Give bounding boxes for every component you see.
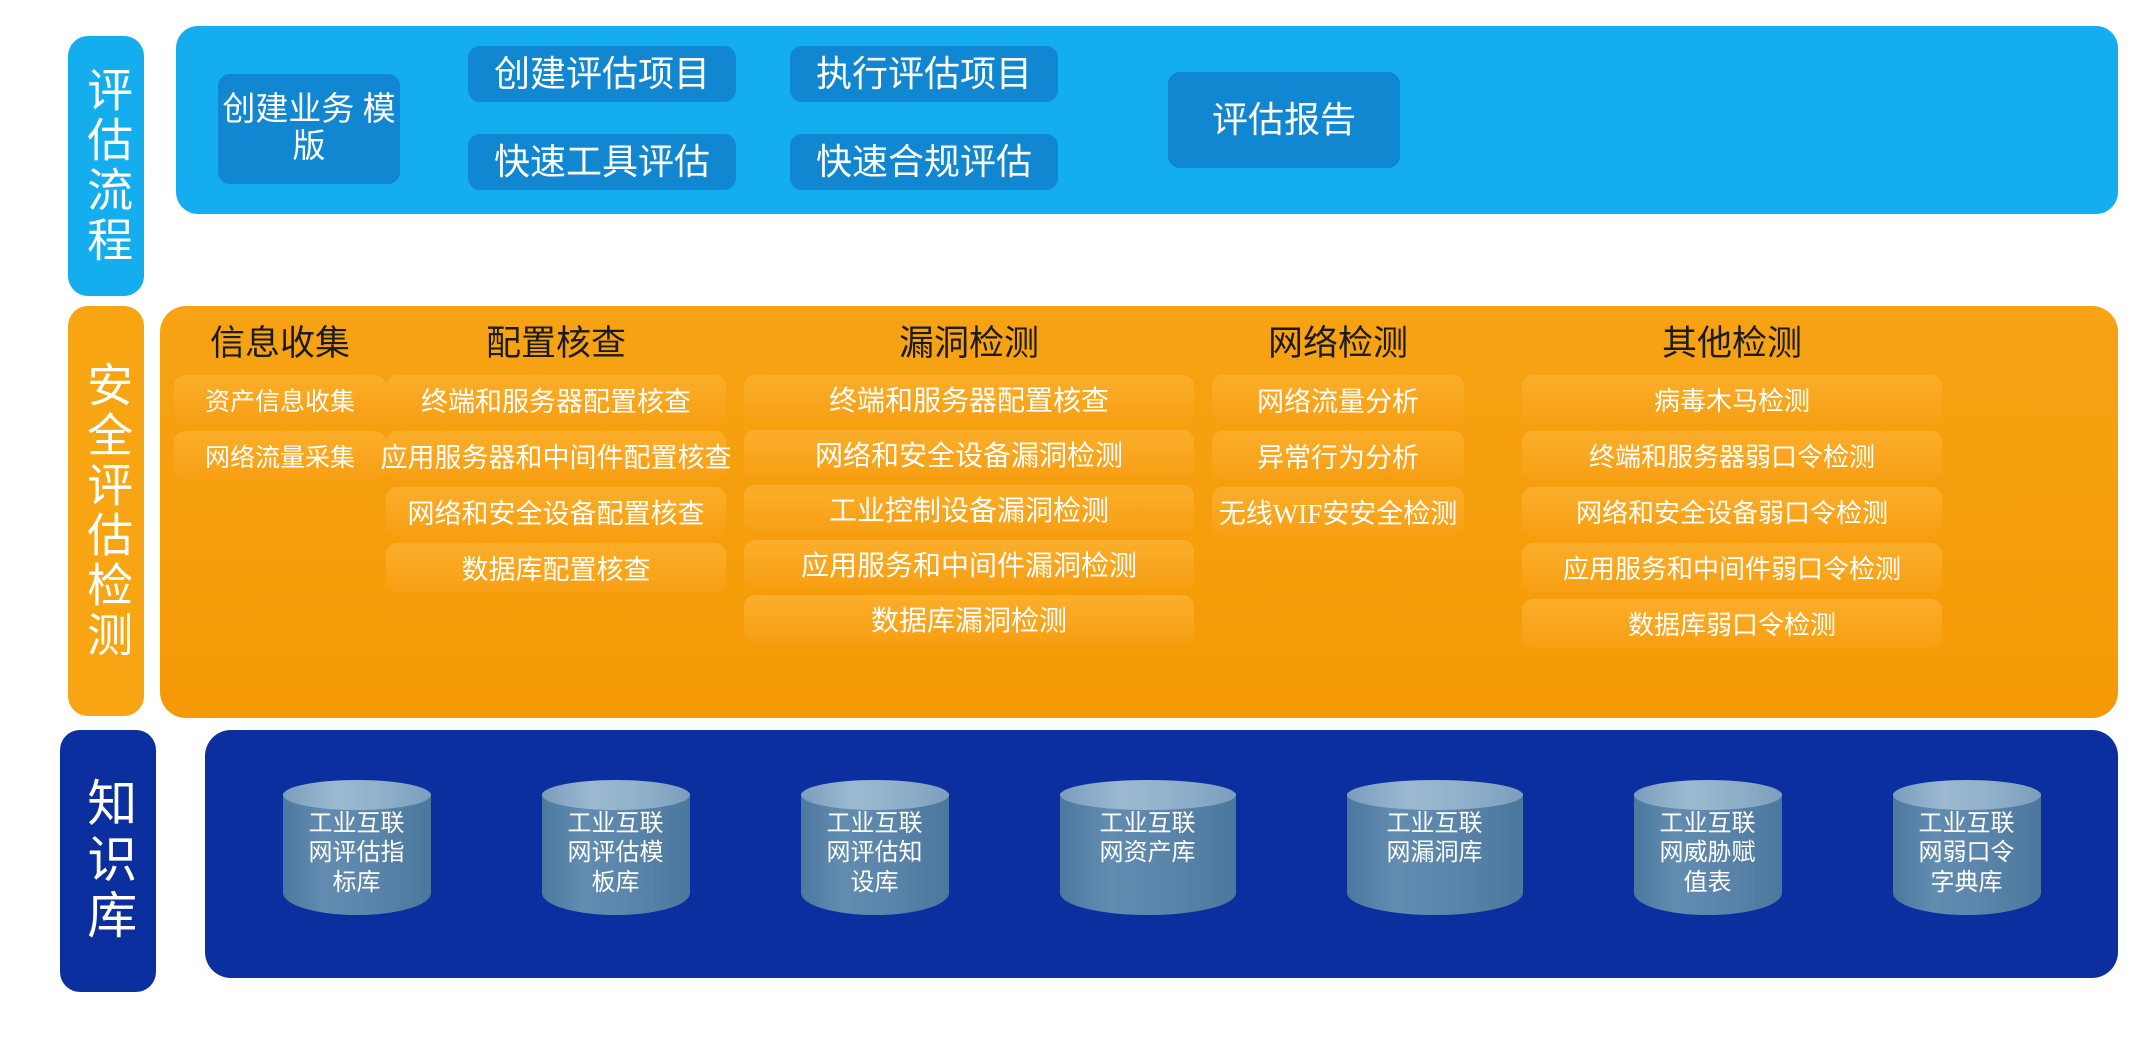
assessment-column-network-detection: 网络检测 网络流量分析 异常行为分析 无线WIF安安全检测 (1212, 318, 1464, 708)
cylinder-body-icon (1059, 793, 1236, 915)
cylinder-body-icon (1633, 793, 1782, 915)
rail-label-knowledge-base: 知识库 (60, 730, 156, 992)
database-cylinder-threat-score-table[interactable]: 工业互联 网威胁赋 值表 (1633, 780, 1782, 928)
assessment-item[interactable]: 应用服务和中间件弱口令检测 (1522, 543, 1942, 592)
assessment-item[interactable]: 无线WIF安安全检测 (1212, 487, 1464, 536)
assessment-item[interactable]: 网络流量采集 (174, 431, 386, 480)
database-label: 工业互联 网威胁赋 值表 (1659, 811, 1756, 896)
cylinder-top-icon (800, 780, 949, 810)
cylinder-body-icon (1346, 793, 1523, 915)
process-step-create-assessment-project[interactable]: 创建评估项目 (468, 46, 736, 102)
assessment-item[interactable]: 数据库弱口令检测 (1522, 599, 1942, 648)
cylinder-top-icon (1346, 780, 1523, 810)
assessment-item[interactable]: 工业控制设备漏洞检测 (744, 485, 1194, 533)
cylinder-top-icon (282, 780, 431, 810)
database-cylinder-knowledge-library[interactable]: 工业互联 网评估知 设库 (800, 780, 949, 928)
knowledge-base-cylinder-row: 工业互联 网评估指 标库 工业互联 网评估模 板库 工业互联 网评估知 设库 工… (205, 730, 2118, 978)
assessment-column-config-check: 配置核查 终端和服务器配置核查 应用服务器和中间件配置核查 网络和安全设备配置核… (381, 318, 732, 708)
assessment-item[interactable]: 终端和服务器配置核查 (744, 375, 1194, 423)
process-step-assessment-report[interactable]: 评估报告 (1168, 72, 1400, 168)
assessment-item[interactable]: 网络和安全设备漏洞检测 (744, 430, 1194, 478)
assessment-column-title: 信息收集 (209, 324, 350, 363)
process-step-create-business-template[interactable]: 创建业务 模版 (218, 74, 400, 184)
assessment-item[interactable]: 应用服务和中间件漏洞检测 (744, 540, 1194, 588)
process-step-quick-tool-assessment[interactable]: 快速工具评估 (468, 134, 736, 190)
rail-label-assessment-text: 安全评估检测 (81, 361, 133, 661)
assessment-item[interactable]: 网络和安全设备配置核查 (386, 487, 726, 536)
cylinder-top-icon (541, 780, 690, 810)
cylinder-body-icon (1892, 793, 2041, 915)
process-panel: 创建业务 模版 创建评估项目 快速工具评估 执行评估项目 快速合规评估 评估报告 (176, 26, 2118, 214)
database-label: 工业互联 网资产库 (1099, 811, 1196, 867)
assessment-column-info-collection: 信息收集 资产信息收集 网络流量采集 (174, 318, 386, 708)
assessment-item[interactable]: 应用服务器和中间件配置核查 (381, 431, 732, 480)
cylinder-body-icon (282, 793, 431, 915)
database-cylinder-indicator-library[interactable]: 工业互联 网评估指 标库 (282, 780, 431, 928)
cylinder-top-icon (1633, 780, 1782, 810)
process-step-execute-assessment-project[interactable]: 执行评估项目 (790, 46, 1058, 102)
assessment-item[interactable]: 网络流量分析 (1212, 375, 1464, 424)
database-label: 工业互联 网评估知 设库 (826, 811, 923, 896)
assessment-item[interactable]: 数据库配置核查 (386, 543, 726, 592)
assessment-column-title: 网络检测 (1267, 324, 1408, 363)
assessment-column-title: 漏洞检测 (898, 324, 1039, 363)
assessment-item[interactable]: 终端和服务器弱口令检测 (1522, 431, 1942, 480)
assessment-item[interactable]: 数据库漏洞检测 (744, 595, 1194, 643)
database-label: 工业互联 网评估模 板库 (567, 811, 664, 896)
assessment-column-title: 其他检测 (1661, 324, 1802, 363)
knowledge-base-panel: 工业互联 网评估指 标库 工业互联 网评估模 板库 工业互联 网评估知 设库 工… (205, 730, 2118, 978)
rail-label-process: 评估流程 (68, 36, 144, 296)
rail-label-process-text: 评估流程 (81, 66, 133, 266)
cylinder-body-icon (541, 793, 690, 915)
database-label: 工业互联 网评估指 标库 (308, 811, 405, 896)
rail-label-knowledge-base-text: 知识库 (80, 777, 137, 945)
database-cylinder-vulnerability-library[interactable]: 工业互联 网漏洞库 (1346, 780, 1523, 928)
cylinder-body-icon (800, 793, 949, 915)
cylinder-top-icon (1892, 780, 2041, 810)
assessment-panel: 信息收集 资产信息收集 网络流量采集 配置核查 终端和服务器配置核查 应用服务器… (160, 306, 2118, 718)
rail-label-assessment: 安全评估检测 (68, 306, 144, 716)
database-cylinder-template-library[interactable]: 工业互联 网评估模 板库 (541, 780, 690, 928)
assessment-columns: 信息收集 资产信息收集 网络流量采集 配置核查 终端和服务器配置核查 应用服务器… (160, 306, 2118, 718)
assessment-column-other-detection: 其他检测 病毒木马检测 终端和服务器弱口令检测 网络和安全设备弱口令检测 应用服… (1522, 318, 1942, 708)
assessment-column-vulnerability-detection: 漏洞检测 终端和服务器配置核查 网络和安全设备漏洞检测 工业控制设备漏洞检测 应… (744, 318, 1194, 708)
assessment-item[interactable]: 病毒木马检测 (1522, 375, 1942, 424)
assessment-item[interactable]: 网络和安全设备弱口令检测 (1522, 487, 1942, 536)
assessment-column-title: 配置核查 (485, 324, 626, 363)
assessment-item[interactable]: 异常行为分析 (1212, 431, 1464, 480)
assessment-item[interactable]: 终端和服务器配置核查 (386, 375, 726, 424)
database-cylinder-weak-password-dictionary[interactable]: 工业互联 网弱口令 字典库 (1892, 780, 2041, 928)
assessment-item[interactable]: 资产信息收集 (174, 375, 386, 424)
database-label: 工业互联 网弱口令 字典库 (1918, 811, 2015, 896)
database-cylinder-asset-library[interactable]: 工业互联 网资产库 (1059, 780, 1236, 928)
process-step-quick-compliance-assessment[interactable]: 快速合规评估 (790, 134, 1058, 190)
database-label: 工业互联 网漏洞库 (1386, 811, 1483, 867)
cylinder-top-icon (1059, 780, 1236, 810)
